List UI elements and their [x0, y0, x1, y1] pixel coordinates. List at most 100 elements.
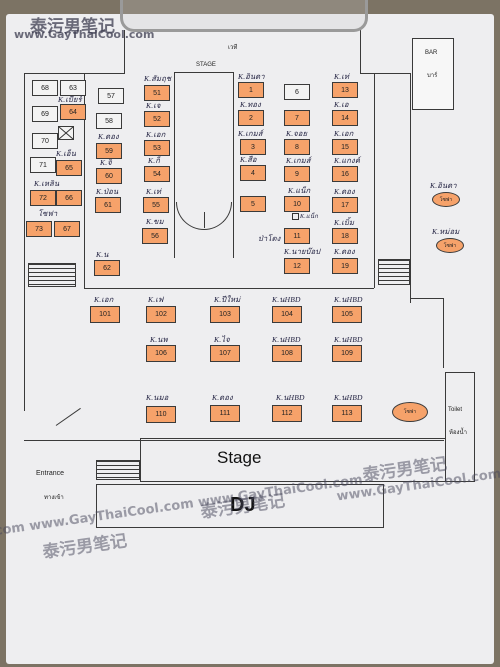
reservation-1: K.อินดา: [238, 72, 265, 81]
table-57[interactable]: 57: [98, 88, 124, 104]
reservation-4: K.สือ: [240, 155, 257, 164]
reservation-55: K.เท่: [146, 187, 162, 196]
table-8[interactable]: 8: [284, 139, 310, 155]
table-104[interactable]: 104: [272, 306, 302, 323]
reservation-17: K.ดอง: [334, 187, 355, 196]
dj-label: DJ: [230, 494, 256, 516]
sofa-bottom[interactable]: โซฟา: [392, 402, 428, 422]
table-101[interactable]: 101: [90, 306, 120, 323]
reservation-106: K.นพ: [150, 335, 168, 344]
table-6[interactable]: 6: [284, 84, 310, 100]
table-55[interactable]: 55: [143, 197, 169, 213]
reservation-112: K.นHBD: [276, 393, 305, 402]
table-7[interactable]: 7: [284, 110, 310, 126]
catwalk: [174, 72, 234, 258]
top-stage-thai-label: เวที: [228, 45, 238, 51]
table-9[interactable]: 9: [284, 166, 310, 182]
checkbox-mark: [292, 213, 299, 220]
reservation-61: K.ป่อน: [96, 187, 119, 196]
dj-booth: [96, 484, 384, 528]
room-wall-bottom: [94, 440, 444, 441]
table-106[interactable]: 106: [146, 345, 176, 362]
table-63[interactable]: 63: [60, 80, 86, 96]
sofa-right-1[interactable]: โซฟา: [432, 192, 460, 207]
table-17[interactable]: 17: [332, 197, 358, 213]
table-112[interactable]: 112: [272, 405, 302, 422]
reservation-9: K.เกมส์: [286, 156, 311, 165]
table-107[interactable]: 107: [210, 345, 240, 362]
table-15[interactable]: 15: [332, 139, 358, 155]
reservation-104: K.นHBD: [272, 295, 301, 304]
table-5[interactable]: 5: [240, 196, 266, 212]
table-71[interactable]: 71: [30, 157, 56, 173]
table-blocked[interactable]: [58, 126, 74, 140]
table-102[interactable]: 102: [146, 306, 176, 323]
table-103[interactable]: 103: [210, 306, 240, 323]
clipboard-clip: [120, 0, 368, 32]
table-113[interactable]: 113: [332, 405, 362, 422]
room-wall-right-upper: [410, 73, 411, 303]
table-54[interactable]: 54: [144, 166, 170, 182]
table-13[interactable]: 13: [332, 82, 358, 98]
table-61[interactable]: 61: [95, 197, 121, 213]
table-3[interactable]: 3: [240, 139, 266, 155]
table-10[interactable]: 10: [284, 196, 310, 212]
table-109[interactable]: 109: [332, 345, 362, 362]
table-105[interactable]: 105: [332, 306, 362, 323]
reservation-111: K.ดอง: [212, 393, 233, 402]
bar-label: BAR: [425, 50, 438, 56]
table-73[interactable]: 73: [26, 221, 52, 237]
reservation-65: K.เอ็น: [56, 149, 77, 158]
table-68[interactable]: 68: [32, 80, 58, 96]
reservation-19: K.ดอง: [334, 247, 355, 256]
table-108[interactable]: 108: [272, 345, 302, 362]
table-16[interactable]: 16: [332, 166, 358, 182]
table-14[interactable]: 14: [332, 110, 358, 126]
table-60[interactable]: 60: [96, 168, 122, 184]
reservation-10: K.แน็ก: [288, 186, 311, 195]
reservation-110: K.นมอ: [146, 393, 169, 402]
bottom-stage-label: Stage: [217, 448, 262, 467]
table-52[interactable]: 52: [144, 111, 170, 127]
table-2[interactable]: 2: [238, 110, 264, 126]
table-53[interactable]: 53: [144, 140, 170, 156]
table-11[interactable]: 11: [284, 228, 310, 244]
bottom-stage: [140, 438, 446, 482]
reservation-8: K.จอย: [286, 129, 308, 138]
table-111[interactable]: 111: [210, 405, 240, 422]
table-64[interactable]: 64: [60, 104, 86, 120]
top-stage-left-wall: [124, 30, 125, 74]
room-wall-bottom-right: [410, 298, 444, 299]
table-12[interactable]: 12: [284, 258, 310, 274]
table-110[interactable]: 110: [146, 406, 176, 423]
table-1[interactable]: 1: [238, 82, 264, 98]
reservation-105: K.นHBD: [334, 295, 363, 304]
table-69[interactable]: 69: [32, 106, 58, 122]
table-58[interactable]: 58: [96, 113, 122, 129]
table-62[interactable]: 62: [94, 260, 120, 276]
table-19[interactable]: 19: [332, 258, 358, 274]
reservation-102: K.เฟ: [148, 295, 164, 304]
sofa-right-2[interactable]: โซฟา: [436, 238, 464, 253]
table-18[interactable]: 18: [332, 228, 358, 244]
stairs-right: [378, 259, 410, 285]
reservation-108: K.นHBD: [272, 335, 301, 344]
reservation-59: K.ดอง: [98, 132, 119, 141]
bar-thai-label: บาร์: [427, 73, 438, 79]
catwalk-tip-line: [204, 212, 205, 228]
reservation-18: K.เบิ้ม: [334, 218, 355, 227]
reservation-51: K.สัมฤช: [144, 74, 172, 83]
room-wall-bottom-left: [24, 440, 94, 441]
table-70[interactable]: 70: [32, 133, 58, 149]
reservation-sofa-1: K.อินดา: [430, 181, 457, 190]
table-51[interactable]: 51: [144, 85, 170, 101]
table-56[interactable]: 56: [142, 228, 168, 244]
table-72[interactable]: 72: [30, 190, 56, 206]
table-4[interactable]: 4: [240, 165, 266, 181]
table-66[interactable]: 66: [56, 190, 82, 206]
table-59[interactable]: 59: [96, 143, 122, 159]
table-67[interactable]: 67: [54, 221, 80, 237]
table-65[interactable]: 65: [56, 160, 82, 176]
reservation-12: K.นายบ๊อป: [284, 247, 321, 256]
reservation-3: K.เกมส์: [238, 129, 263, 138]
